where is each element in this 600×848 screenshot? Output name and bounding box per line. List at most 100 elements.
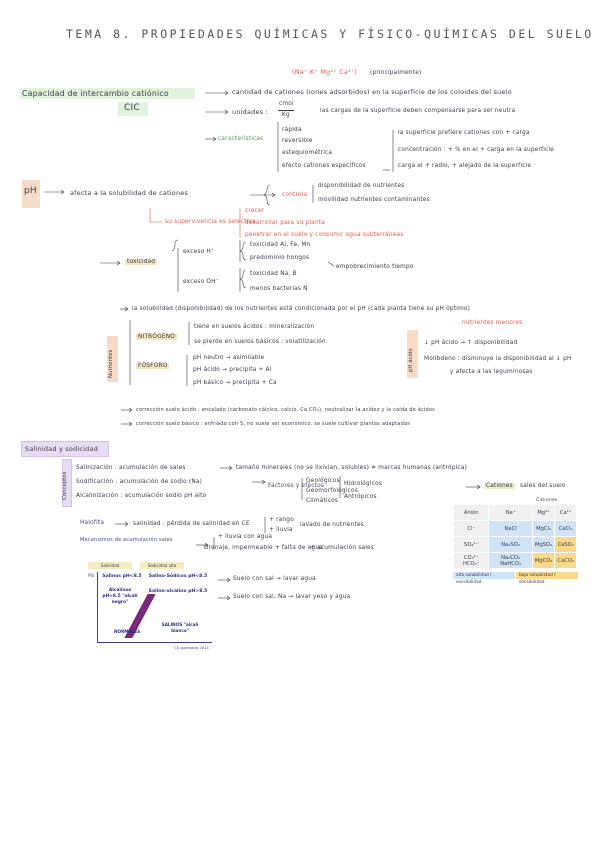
fos-1: pH neutro → asimilable <box>193 355 265 361</box>
table-header: Cationes <box>536 498 558 503</box>
ph-red-2: desarrollar para su planta <box>245 220 325 226</box>
exceso-oh-1: toxicidad Na, B <box>250 271 297 277</box>
cic-props-label: características <box>218 136 264 142</box>
diagram-bottom-salinos: SALINOS "alcali blanco" <box>161 622 199 633</box>
table-cell: CaSO₄ <box>554 536 577 553</box>
ph-right-2: Molibdeno : disminuye la disponibilidad … <box>424 356 572 362</box>
soil-diagram: Salinidad Sodicidad alta PSI Salinos pH<… <box>84 560 216 658</box>
correccion-basico: corrección suelo básico : enfriado con S… <box>136 421 411 427</box>
table-cell: SO₄²⁻ <box>452 536 490 553</box>
ph-controla: controla <box>282 192 308 198</box>
solubility-line: la solubilidad (disponibilidad) de los n… <box>132 306 471 312</box>
ph-left-tag-box <box>407 330 418 378</box>
cic-right-2: concentración : + % en el + carga en la … <box>398 147 555 153</box>
ph-right-1: ↓ pH ácido → ↑ disponibilidad <box>424 340 518 346</box>
table-cell: Na₂CO₃ NaHCO₃ <box>488 552 533 569</box>
cationes-label: Cationes <box>484 483 515 489</box>
nutrientes-label-box <box>107 336 118 382</box>
fos-2: pH ácido → precipita + Al <box>193 367 272 373</box>
salinidad-heading-box <box>21 441 109 457</box>
diagram-bottom-ce: CE quemado 2011 <box>174 645 210 650</box>
fraction-bar <box>278 110 294 111</box>
table-cell: CaCl₂ <box>554 520 577 537</box>
cic-prop-4: efecto cationes específicos <box>282 163 366 169</box>
cic-abbr-highlight <box>118 102 148 116</box>
cationes-tail: sales del suelo <box>520 483 566 489</box>
exceso-h-1: toxicidad Al, Fe, Mn <box>250 242 311 248</box>
table-cell: Cl⁻ <box>452 520 490 537</box>
table-row: SO₄²⁻ Na₂SO₄ MgSO₄ CaSO₄ <box>452 536 577 553</box>
factor-5: Antrópicos <box>344 494 377 500</box>
cic-prop-1: rápida <box>282 127 302 133</box>
fosforo-label: FÓSFORO <box>136 363 170 369</box>
exceso-note: empobrecimiento tiempo <box>336 264 414 270</box>
table-cell: MgSO₄ <box>531 536 556 553</box>
ph-controla-1: disponibilidad de nutrientes <box>318 183 405 189</box>
cic-prop-2: reversible <box>282 138 313 144</box>
ph-left-tag: pH ácido <box>408 348 414 372</box>
cic-definition: cantidad de cationes (iones adsorbidos) … <box>232 88 512 96</box>
halofita-text: salinidad : pérdida de salinidad en CE <box>133 521 250 527</box>
exceso-h: exceso H⁺ <box>183 249 215 255</box>
diagram-tag-salinidad: Salinidad <box>88 562 132 569</box>
cic-prop-3: estequiométrica <box>282 150 333 156</box>
toxicidad-label: toxicidad <box>125 259 158 265</box>
table-header-row: Anión Na⁺ Mg²⁺ Ca²⁺ <box>452 504 577 521</box>
th-na: Na⁺ <box>488 504 533 521</box>
sal-b1-tail: tamaño minerales (no se lixivian, solubl… <box>236 465 468 471</box>
correccion-acido: corrección suelo ácido : encalado (carbo… <box>136 407 435 413</box>
table-row: CO₃²⁻ HCO₃⁻ Na₂CO₃ NaHCO₃ MgCO₃ CaCO₃ <box>452 552 577 569</box>
cic-units-den: Kg <box>282 112 290 118</box>
sal-b1: Salinización : acumulación de sales <box>76 465 186 471</box>
fos-3: pH básico → precipita + Ca <box>193 380 277 386</box>
conceptos-tag-box <box>62 459 72 507</box>
diagram-y-axis <box>97 572 98 642</box>
cic-heading-highlight <box>20 88 195 99</box>
th-ca: Ca²⁺ <box>554 504 577 521</box>
nitrogeno-label: NITRÓGENO <box>136 334 178 340</box>
table-cell: MgCl₂ <box>531 520 556 537</box>
nutrientes-label: Nutrientes <box>108 349 114 378</box>
halofita-tail: lavado de nutrientes <box>300 522 365 528</box>
salinidad-heading: Salinidad y sodicidad <box>25 445 98 453</box>
legend-low: baja solubilidad / sensibilidad <box>516 572 578 585</box>
exceso-h-2: predominio hongos <box>250 255 310 261</box>
diagram-box-salino-sodicos: Salino-Sódicos pH<8.5 <box>148 574 208 579</box>
factor-1: Geológicos <box>306 478 340 484</box>
ph-label-highlight <box>22 180 40 208</box>
ph-right-3: y afecta a las leguminosas <box>450 369 533 375</box>
table-cell: MgCO₃ <box>531 552 556 569</box>
salts-table: Anión Na⁺ Mg²⁺ Ca²⁺ Cl⁻ NaCl MgCl₂ CaCl₂… <box>452 504 577 569</box>
factores-label: Factores y efectos <box>268 483 325 489</box>
ph-red-1: crecer <box>245 208 265 214</box>
ph-label: pH <box>24 186 37 196</box>
legend-high: alta solubilidad / sensibilidad <box>453 572 515 585</box>
mecanismos-label: Mecanismos de acumulación sales <box>80 537 173 543</box>
exceso-oh-2: menos bacterias N <box>250 286 308 292</box>
diagram-x-axis <box>97 642 212 643</box>
ph-red-3: penetrar en el suelo y consumir agua sub… <box>245 232 404 238</box>
th-mg: Mg²⁺ <box>531 504 556 521</box>
cic-units-desc: las cargas de la superficie deben compen… <box>320 108 516 114</box>
ph-main: afecta a la solubilidad de cationes <box>70 189 189 197</box>
cic-units-label: unidades : <box>232 108 268 116</box>
factor-3: Climáticos <box>306 498 339 504</box>
table-cell: CaCO₃ <box>554 552 577 569</box>
diagram-box-salino-alcalino: Salino-alcalino pH>8.5 <box>148 589 208 594</box>
diagram-box-salinos: Salinos pH<8.5 <box>102 574 142 579</box>
cic-right-1: la superficie prefiere cationes con + ca… <box>398 130 530 136</box>
mecanismos-2: Drenaje, impermeable + falta de agua <box>204 545 323 551</box>
mecanismos-1: + lluvia con agua <box>218 534 273 540</box>
diagram-bottom-normales: NORMALES <box>114 629 141 634</box>
cic-units-num: cmol <box>279 101 294 107</box>
nit-1: tiene en suelos ácidos : mineralización <box>194 324 315 330</box>
diagram-tag-sodicidad: Sodicidad alta <box>140 562 184 569</box>
ph-red-note: su supervivencia es selectiva <box>165 219 256 225</box>
diagram-arrow-2: Suelo con sal, Na → lavar yeso y agua <box>233 594 351 600</box>
cic-heading: Capacidad de intercambio catiónico <box>22 89 169 98</box>
nit-2: se pierde en suelos básicos : volatiliza… <box>194 339 326 345</box>
pink-tag: nutrientes menores <box>462 320 523 326</box>
halofita-1: + rango <box>269 517 294 523</box>
ph-controla-2: movilidad nutrientes contaminantes <box>318 197 430 203</box>
cic-top-ions: (Na⁺ K⁺ Mg²⁺ Ca²⁺) <box>292 68 358 76</box>
